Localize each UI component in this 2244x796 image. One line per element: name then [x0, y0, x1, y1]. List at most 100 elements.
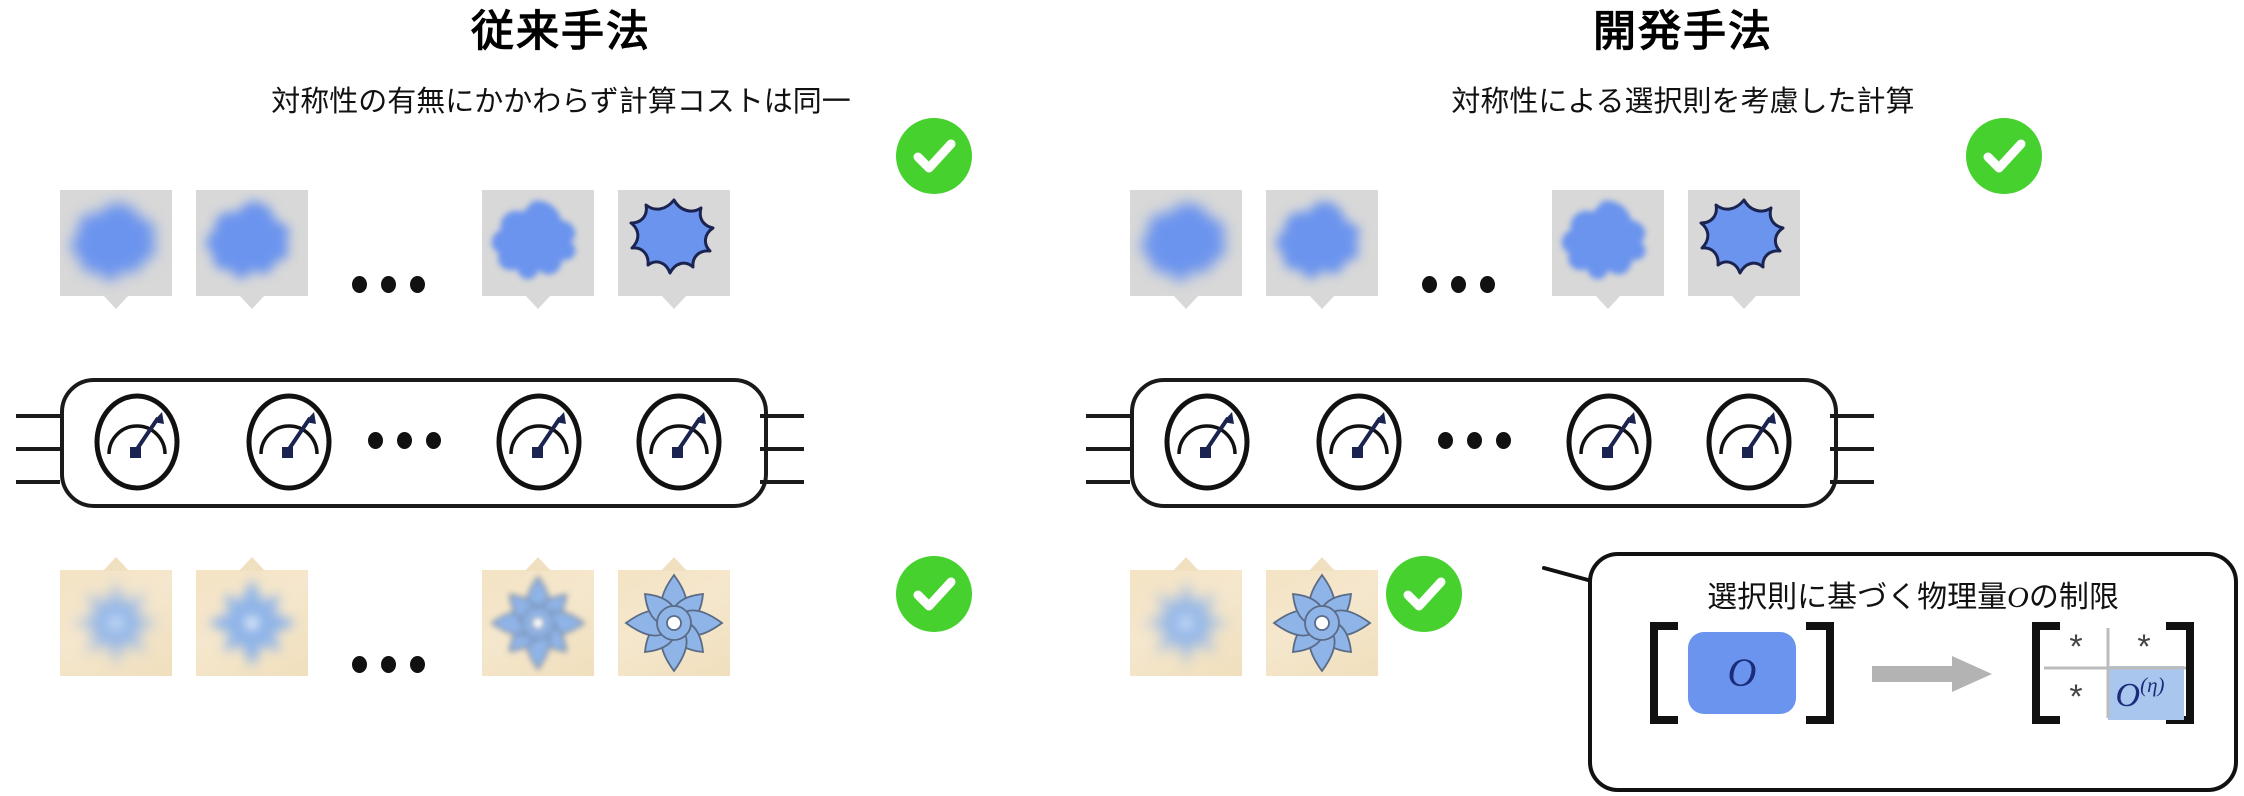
lead-wire [1830, 447, 1874, 451]
ellipsis-dot [410, 656, 425, 673]
lead-wire [16, 480, 60, 484]
amoeba-blob-icon [1688, 190, 1800, 296]
ellipsis-device-right [1438, 432, 1511, 449]
check-icon-bottom-left [896, 556, 972, 632]
operator-block-full [1688, 632, 1796, 714]
card-tail [239, 295, 265, 309]
amoeba-blob-icon [60, 190, 172, 296]
ellipsis-device-left [368, 432, 441, 449]
selection-rule-text: 選択則に基づく物理量Oの制限 [1592, 572, 2234, 616]
panel-conventional: 従来手法 対称性の有無にかかわらず計算コストは同一 [16, 8, 972, 676]
ellipsis-bottom-left [352, 656, 425, 673]
panel-developed: 開発手法 対称性による選択則を考慮した計算 [1086, 0, 2244, 796]
amoeba-card-1 [1130, 190, 1242, 309]
ellipsis-dot [368, 432, 383, 449]
matrix-cell-operator-eta: O(η) [2116, 673, 2165, 714]
ellipsis-dot [381, 276, 396, 293]
amoeba-card-4 [618, 190, 730, 309]
ellipsis-dot [1422, 276, 1437, 293]
gauge-icon [634, 392, 724, 492]
flower-card-1 [1130, 557, 1242, 676]
ellipsis-dot [352, 276, 367, 293]
left-matrix-bracket [1650, 622, 1834, 724]
panel-subtitle-conventional: 対称性の有無にかかわらず計算コストは同一 [271, 86, 851, 118]
card-tail [239, 557, 265, 571]
ellipsis-dot [397, 432, 412, 449]
operator-block-restricted [2108, 666, 2184, 720]
measurement-device-left [60, 378, 768, 508]
ellipsis-dot [410, 276, 425, 293]
card-tail [1309, 295, 1335, 309]
card-tail [661, 295, 687, 309]
gauge-icon [494, 392, 584, 492]
ellipsis-top-right [1422, 276, 1495, 293]
ellipsis-dot [1467, 432, 1482, 449]
lead-wire [760, 447, 804, 451]
ellipsis-dot [1480, 276, 1495, 293]
panel-title-developed: 開発手法 [1593, 8, 1773, 56]
matrix-cell-star: * [2069, 628, 2082, 666]
operator-label-full: O [1728, 650, 1757, 695]
flower-icon [60, 570, 172, 676]
amoeba-blob-icon [618, 190, 730, 296]
card-tail [1595, 295, 1621, 309]
card-tail [525, 557, 551, 571]
selection-rule-text-prefix: 選択則に基づく物理量 [1707, 581, 2008, 614]
card-tail [1309, 557, 1335, 571]
transform-arrow-icon [1872, 656, 1992, 692]
flower-icon [482, 570, 594, 676]
matrix-cell-star: * [2137, 628, 2150, 666]
matrix-separators [2044, 628, 2186, 718]
lead-wire [1086, 480, 1130, 484]
lead-wire [760, 414, 804, 418]
amoeba-card-1 [60, 190, 172, 309]
flower-icon [1266, 570, 1378, 676]
flower-icon [618, 570, 730, 676]
amoeba-card-3 [482, 190, 594, 309]
gauge-icon [244, 392, 334, 492]
amoeba-card-2 [1266, 190, 1378, 309]
card-tail [1173, 295, 1199, 309]
panel-title-conventional: 従来手法 [471, 8, 651, 56]
flower-card-2 [196, 557, 308, 676]
gauge-icon [92, 392, 182, 492]
card-tail [103, 295, 129, 309]
flower-icon [196, 570, 308, 676]
lead-wire [1830, 414, 1874, 418]
selection-rule-bubble: 選択則に基づく物理量Oの制限 O [1588, 552, 2238, 792]
amoeba-blob-icon [1266, 190, 1378, 296]
card-tail [1731, 295, 1757, 309]
amoeba-blob-icon [196, 190, 308, 296]
flower-card-3 [482, 557, 594, 676]
ellipsis-dot [381, 656, 396, 673]
gauge-icon [1162, 392, 1252, 492]
amoeba-card-2 [196, 190, 308, 309]
check-icon-top-left [896, 118, 972, 194]
ellipsis-dot [426, 432, 441, 449]
lead-wire [1830, 480, 1874, 484]
flower-card-2 [1266, 557, 1378, 676]
lead-wire [16, 447, 60, 451]
lead-wire [1086, 414, 1130, 418]
gauge-icon [1704, 392, 1794, 492]
lead-wire [16, 414, 60, 418]
gauge-icon [1314, 392, 1404, 492]
gauge-icon [1564, 392, 1654, 492]
flower-card-1 [60, 557, 172, 676]
matrix-cell-star: * [2069, 678, 2082, 716]
card-tail [525, 295, 551, 309]
ellipsis-dot [1438, 432, 1453, 449]
card-tail [661, 557, 687, 571]
check-icon-top-right [1966, 118, 2042, 194]
flower-card-4 [618, 557, 730, 676]
card-tail [103, 557, 129, 571]
lead-wire [1086, 447, 1130, 451]
flower-icon [1130, 570, 1242, 676]
ellipsis-dot [1496, 432, 1511, 449]
card-tail [1173, 557, 1199, 571]
panel-subtitle-developed: 対称性による選択則を考慮した計算 [1451, 86, 1915, 118]
amoeba-blob-icon [482, 190, 594, 296]
amoeba-blob-icon [1552, 190, 1664, 296]
amoeba-card-3 [1552, 190, 1664, 309]
check-icon-bottom-right [1386, 556, 1462, 632]
